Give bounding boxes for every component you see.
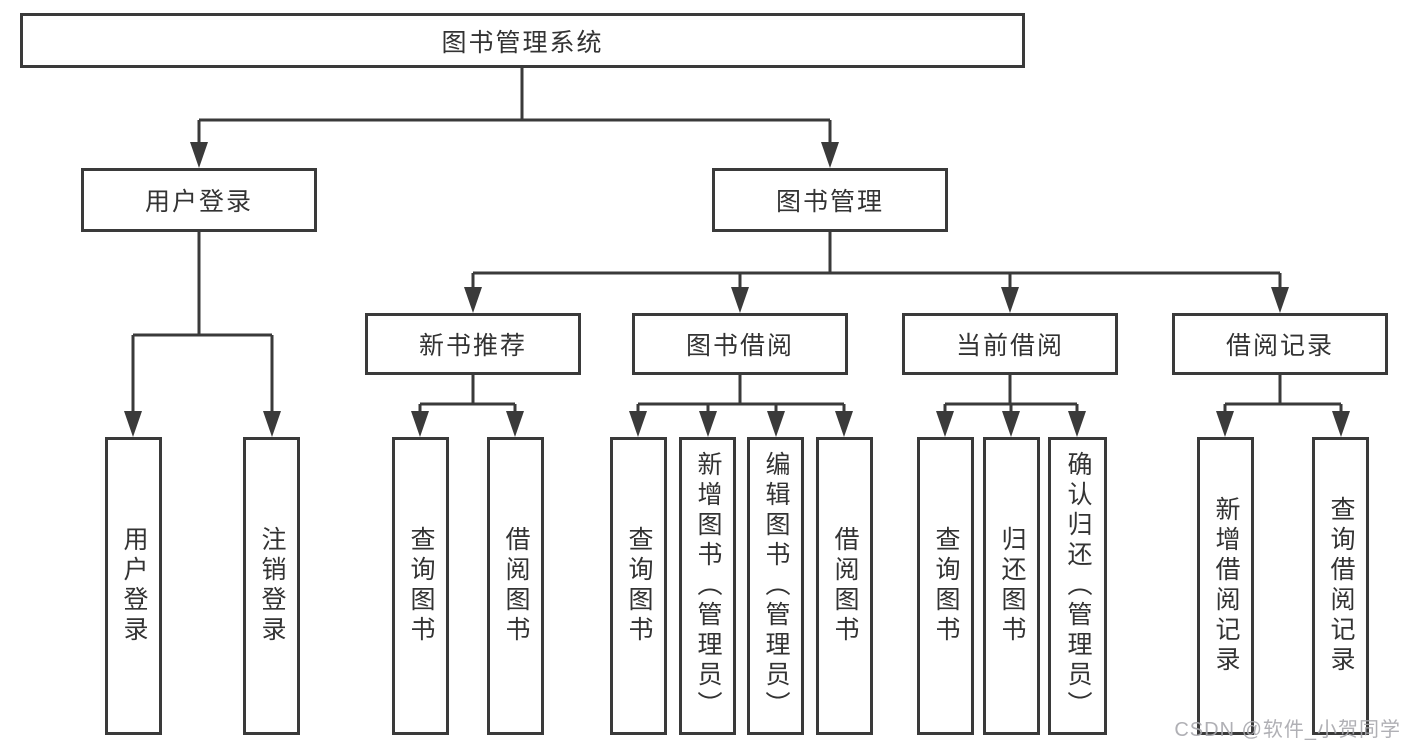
node-query-books-recommend: 查询图书 xyxy=(392,437,449,735)
node-user-login-module: 用户登录 xyxy=(81,168,317,232)
node-query-books-borrowing: 查询图书 xyxy=(610,437,667,735)
node-borrowing-records: 借阅记录 xyxy=(1172,313,1388,375)
node-borrow-book-action: 借阅图书 xyxy=(816,437,873,735)
node-logout-action: 注销登录 xyxy=(243,437,300,735)
node-book-management-module: 图书管理 xyxy=(712,168,948,232)
node-new-book-recommend: 新书推荐 xyxy=(365,313,581,375)
node-add-book-admin: 新增图书（管理员） xyxy=(679,437,736,735)
tree-edges xyxy=(131,68,1343,417)
arrowheads xyxy=(124,142,1350,437)
node-current-borrowing: 当前借阅 xyxy=(902,313,1118,375)
node-edit-book-admin: 编辑图书（管理员） xyxy=(747,437,804,735)
node-add-borrow-record: 新增借阅记录 xyxy=(1197,437,1254,735)
node-return-book: 归还图书 xyxy=(983,437,1040,735)
watermark-text: CSDN @软件_小贺同学 xyxy=(1174,719,1401,741)
node-book-borrowing: 图书借阅 xyxy=(632,313,848,375)
node-query-books-current: 查询图书 xyxy=(917,437,974,735)
node-query-borrow-record: 查询借阅记录 xyxy=(1312,437,1369,735)
node-user-login-action: 用户登录 xyxy=(105,437,162,735)
node-borrow-books-recommend: 借阅图书 xyxy=(487,437,544,735)
node-confirm-return-admin: 确认归还（管理员） xyxy=(1048,437,1107,735)
node-root-system: 图书管理系统 xyxy=(20,13,1025,68)
